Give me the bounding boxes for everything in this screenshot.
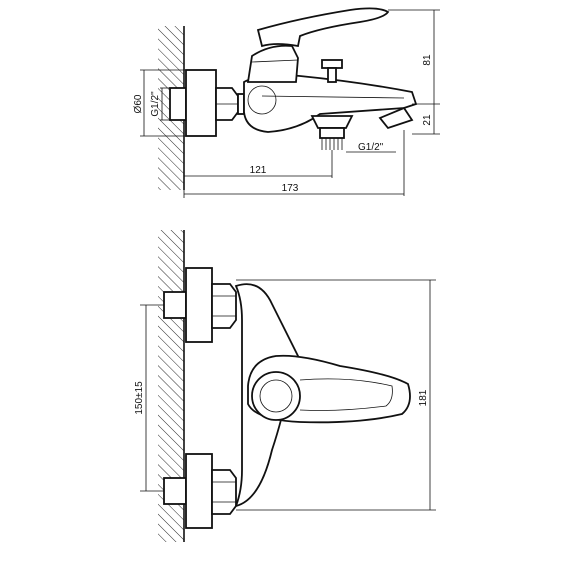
front-view: 150±15 181 [134, 230, 436, 542]
escutcheon-upper [185, 267, 213, 343]
dim-centers: 150±15 [134, 381, 145, 415]
dim-outlet-thread: G1/2" [358, 142, 384, 153]
wall-pipe-upper [163, 291, 187, 319]
side-view: 81 21 Ø60 G1/2" G1/2" 121 173 [133, 7, 440, 198]
thread-lines [321, 138, 343, 150]
dim-total-width: 181 [418, 389, 429, 406]
lever-top [256, 7, 390, 48]
escutcheon-top [185, 69, 217, 137]
mixer-body-top [243, 73, 418, 133]
cartridge-top [246, 44, 299, 83]
shower-outlet [310, 115, 354, 129]
wall-pipe-lower [163, 477, 187, 505]
cartridge-cap [251, 371, 301, 421]
nut-lower [211, 469, 237, 515]
diverter-knob [321, 59, 343, 69]
dim-inlet-diameter: Ø60 [133, 94, 144, 113]
dim-spout-offset: 121 [250, 165, 267, 176]
escutcheon-lower [185, 453, 213, 529]
wall-pipe-top [169, 87, 187, 121]
spout-tip [378, 106, 414, 130]
nut-upper [211, 283, 237, 329]
dim-top-height: 81 [422, 54, 433, 66]
dim-total-depth: 173 [282, 183, 299, 194]
dim-wall-thread: G1/2" [150, 91, 161, 117]
dim-spout-height: 21 [422, 114, 433, 126]
